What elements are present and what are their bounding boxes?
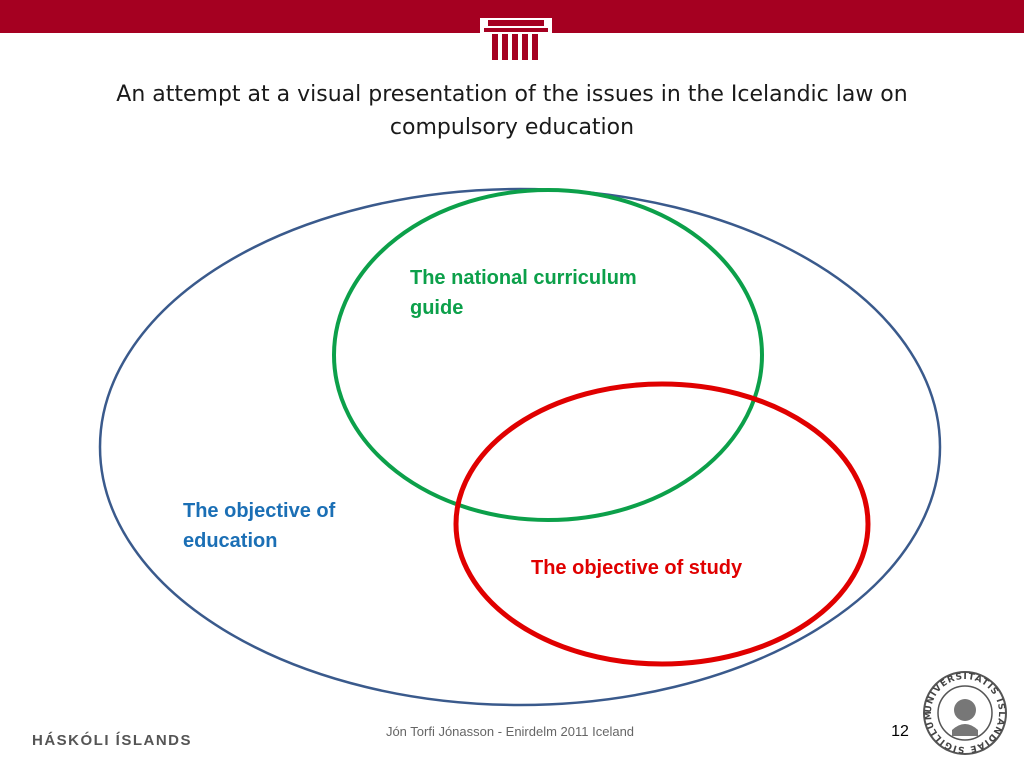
university-brand-text: HÁSKÓLI ÍSLANDS [32, 732, 193, 749]
objective-of-education-ellipse [98, 187, 942, 707]
page-number: 12 [891, 723, 909, 740]
presenter-footer: Jón Torfi Jónasson - Enirdelm 2011 Icela… [385, 724, 635, 739]
university-seal-icon: UNIVERSITATIS ISLANDIAE SIGILLUM [923, 671, 1007, 755]
objective-of-study-ellipse [453, 381, 871, 667]
national-curriculum-label: The national curriculum guide [410, 267, 637, 319]
university-building-logo-icon [480, 18, 552, 62]
national-curriculum-ellipse [332, 188, 764, 522]
slide-title: An attempt at a visual presentation of t… [116, 82, 908, 140]
objective-of-study-label: The objective of study [531, 557, 743, 579]
objective-of-education-label: The objective of education [183, 500, 336, 552]
